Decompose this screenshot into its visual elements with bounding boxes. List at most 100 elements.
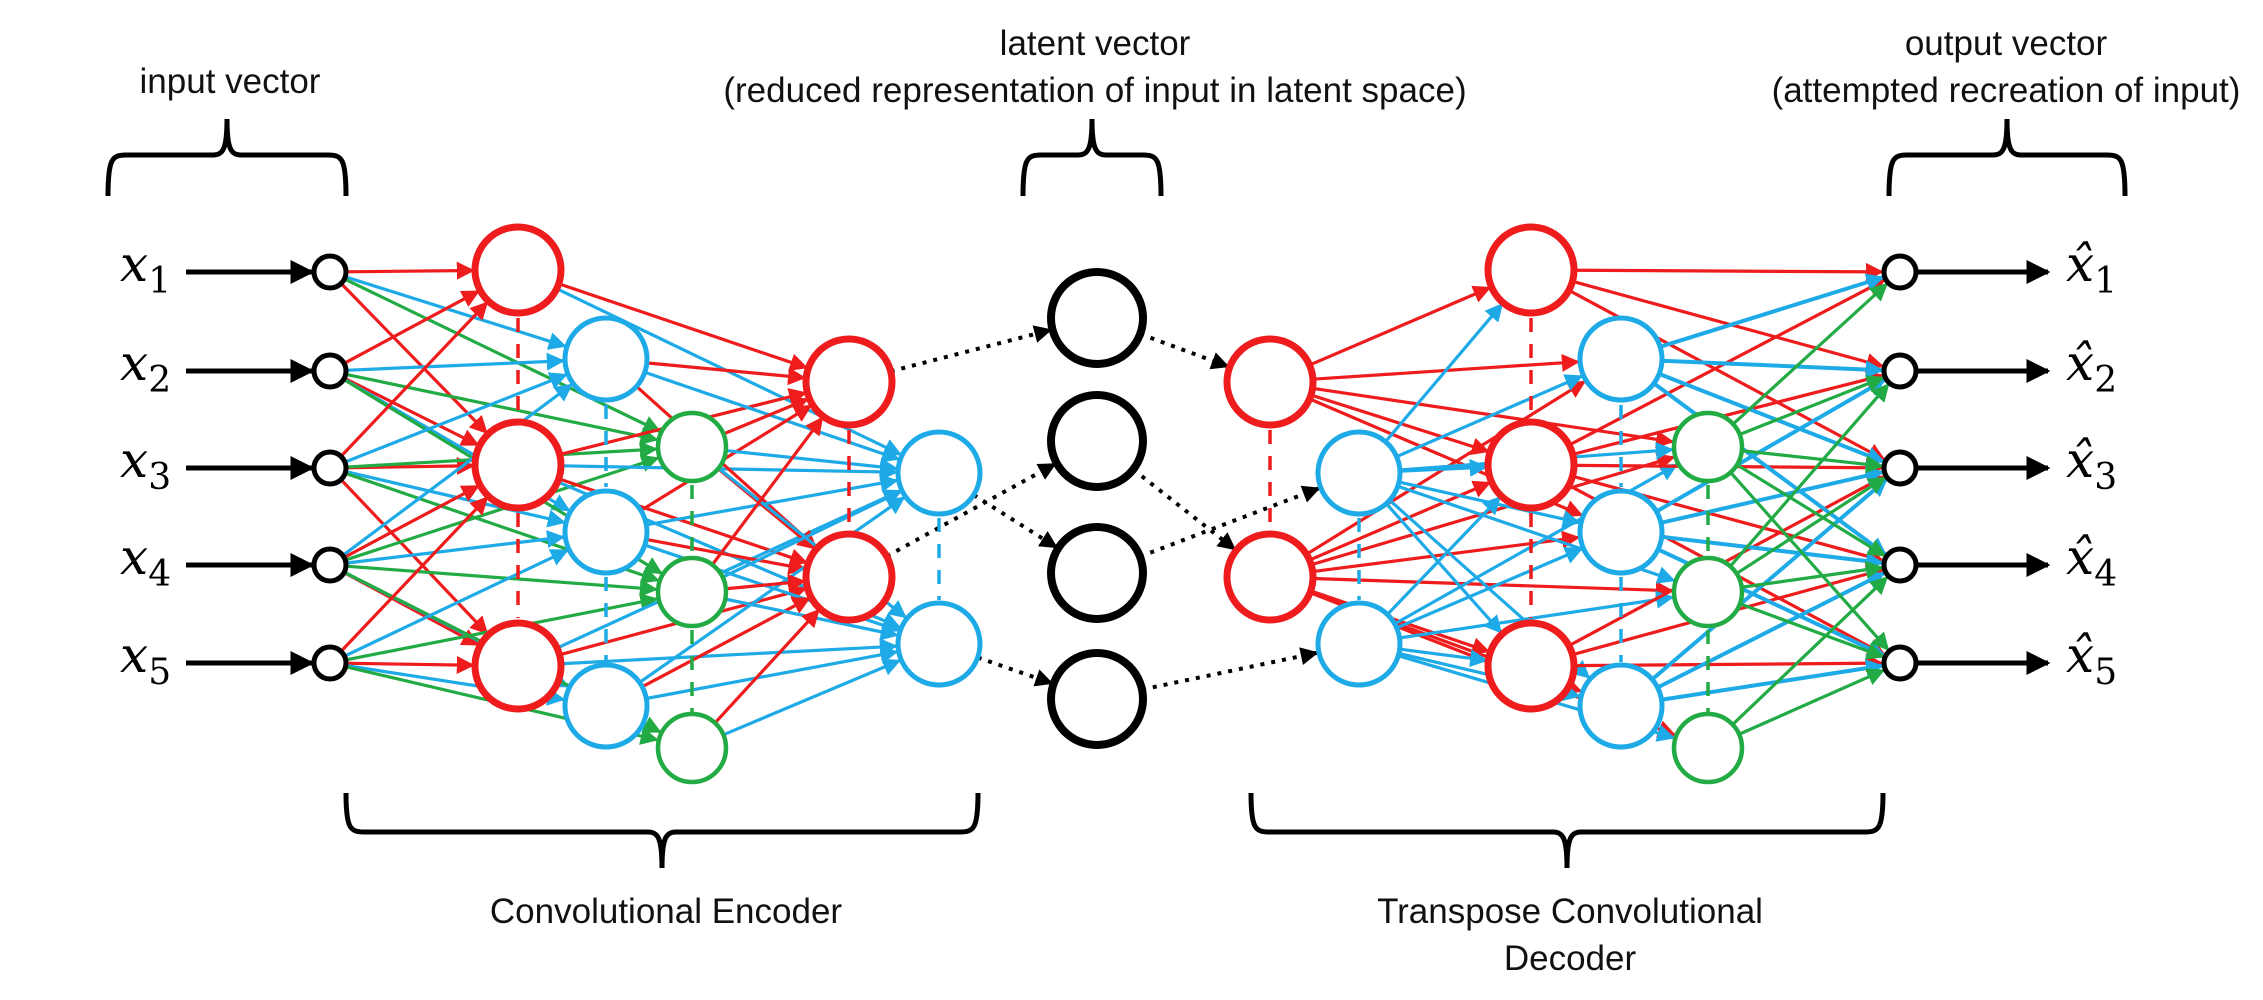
latent-link — [1139, 332, 1230, 370]
red-connection — [1572, 370, 1885, 456]
red-connection — [725, 573, 806, 592]
latent-link — [890, 325, 1053, 374]
input-variable-label-subscript: 2 — [148, 360, 172, 401]
blue-connection — [646, 474, 899, 527]
latent-vector-description: (reduced representation of input in late… — [723, 71, 1467, 110]
nodes — [311, 223, 1919, 785]
red-feature-node — [1484, 418, 1578, 512]
blue-connection — [343, 548, 569, 658]
red-connection — [1312, 576, 1674, 600]
output-variable-label: x̂1 — [2066, 236, 2117, 310]
red-feature-node — [802, 335, 896, 429]
blue-connection — [722, 658, 902, 737]
red-connection — [722, 397, 810, 436]
output-variable-label-subscript: 4 — [2094, 554, 2118, 595]
green-connection — [1739, 375, 1885, 436]
input-bracket — [105, 118, 349, 197]
output-variable-label-subscript: 5 — [2094, 652, 2118, 693]
blue-feature-node — [1577, 315, 1665, 403]
blue-feature-node — [562, 488, 650, 576]
green-feature-node — [655, 711, 729, 785]
output-variable-label-subscript: 1 — [2094, 261, 2118, 302]
blue-connection — [1385, 502, 1503, 634]
latent-link — [1131, 467, 1237, 551]
blue-connection — [344, 275, 567, 350]
red-connection — [1573, 262, 1884, 281]
blue-connection — [1384, 302, 1504, 443]
blue-connection — [1650, 478, 1888, 681]
input-variable-label-symbol: x — [120, 431, 149, 489]
blue-connection — [344, 372, 568, 464]
output-node — [1881, 352, 1919, 390]
brackets — [105, 118, 2128, 869]
input-variable-label-subscript: 5 — [148, 652, 172, 693]
input-node — [311, 449, 349, 487]
blue-feature-node — [1315, 429, 1403, 517]
red-connection — [1308, 285, 1492, 367]
red-connection — [339, 496, 489, 653]
output-variable-label-symbol: x̂ — [2066, 431, 2095, 489]
encoder-bracket — [343, 792, 981, 869]
red-feature-node — [802, 530, 896, 624]
blue-feature-node — [1315, 600, 1403, 688]
latent-node — [1047, 268, 1147, 368]
red-feature-node — [1223, 335, 1317, 429]
blue-connection — [1395, 374, 1584, 459]
green-feature-node — [655, 410, 729, 484]
output-variable-label-subscript: 3 — [2094, 457, 2118, 498]
input-variable-label-symbol: x — [120, 626, 149, 684]
red-connection — [646, 361, 806, 386]
blue-connection — [725, 448, 899, 476]
red-feature-node — [1484, 619, 1578, 713]
latent-link — [977, 655, 1054, 687]
output-variable-label-symbol: x̂ — [2066, 334, 2095, 392]
latent-node — [1047, 391, 1147, 491]
blue-connection — [1661, 358, 1884, 379]
output-variable-label-symbol: x̂ — [2066, 626, 2095, 684]
green-connection — [344, 454, 660, 562]
blue-connection — [1659, 273, 1885, 349]
blue-connection — [341, 383, 573, 557]
input-variable-label-symbol: x — [120, 528, 149, 586]
green-feature-node — [1671, 555, 1745, 629]
output-variable-label: x̂5 — [2066, 627, 2117, 701]
red-connection — [345, 261, 475, 280]
blue-connection — [345, 530, 566, 565]
latent-node — [1047, 523, 1147, 623]
green-connection — [1735, 476, 1887, 575]
green-connection — [1736, 463, 1887, 557]
input-variable-label: x3 — [120, 432, 171, 506]
blue-connection — [1655, 378, 1886, 514]
input-vector-label: input vector — [139, 62, 321, 101]
green-connection — [345, 372, 659, 446]
input-variable-label: x5 — [120, 627, 171, 701]
input-node — [311, 253, 349, 291]
blue-connection — [1652, 381, 1887, 556]
green-connection — [1741, 449, 1884, 474]
green-connection — [1738, 668, 1886, 736]
output-variable-label: x̂4 — [2066, 529, 2117, 603]
output-node — [1881, 253, 1919, 291]
blue-feature-node — [562, 315, 650, 403]
blue-feature-node — [1577, 662, 1665, 750]
input-variable-label: x4 — [120, 529, 171, 603]
input-variable-label: x2 — [120, 335, 171, 409]
output-node — [1881, 449, 1919, 487]
blue-connection — [556, 489, 902, 650]
blue-connection — [1661, 659, 1884, 702]
blue-feature-node — [562, 662, 650, 750]
green-connection — [1741, 560, 1884, 589]
blue-connection — [646, 645, 899, 701]
green-connection — [1729, 471, 1890, 651]
blue-connection — [1660, 466, 1885, 525]
input-variable-label: x1 — [120, 236, 171, 310]
red-connection — [340, 282, 488, 435]
blue-connection — [1386, 496, 1502, 616]
blue-connection — [560, 638, 898, 666]
output-variable-label: x̂3 — [2066, 432, 2117, 506]
input-node — [311, 352, 349, 390]
blue-feature-node — [895, 600, 983, 688]
red-connection — [343, 484, 480, 559]
red-connection — [343, 289, 480, 365]
